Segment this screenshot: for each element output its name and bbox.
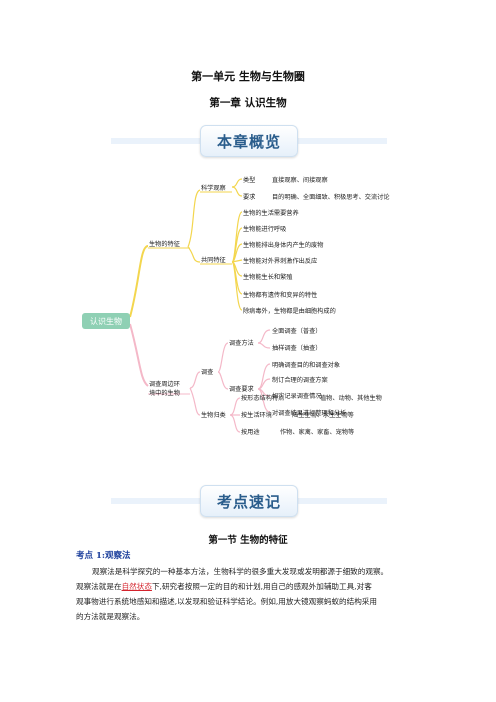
paragraph-1: 观察法是科学探究的一种基本方法，生物科学的很多重大发现或发明都源于细致的观察。	[92, 567, 389, 576]
feature-item: 生物能进行呼吸	[243, 226, 287, 233]
paragraph-2-after: 下,研究者按照一定的目的和计划,用自己的感观外加辅助工具,对客	[151, 582, 372, 591]
node-scientific-observation: 科学观察	[201, 185, 226, 192]
feature-item: 生物都有遗传和变异的特性	[243, 292, 318, 299]
branch-survey-line2: 境中的生物	[149, 390, 180, 397]
class-key: 按形态结构特点	[241, 395, 285, 402]
paragraph-2: 观察法就是在自然状态下,研究者按照一定的目的和计划,用自己的感观外加辅助工具,对…	[76, 579, 416, 594]
branch-biology-features: 生物的特征	[149, 241, 180, 248]
node-classification: 生物归类	[201, 412, 226, 419]
class-key: 按生活环境	[241, 412, 272, 419]
survey-method-item: 全面调查（普查）	[272, 328, 322, 335]
obs-requirement-value: 目的明确、全面细致、积极思考、交流讨论	[272, 194, 390, 201]
node-survey: 调查	[201, 369, 214, 376]
class-value: 植物、动物、其他生物	[320, 395, 382, 402]
paragraph-3: 观事物进行系统地感知和描述,以发现和验证科学结论。例如,用放大镜观察蚂蚁的结构采…	[76, 597, 377, 606]
survey-requirement-item: 明确调查目的和调查对象	[272, 362, 341, 369]
survey-requirement-item: 如实记录调查情况	[272, 393, 322, 400]
survey-requirement-item: 制订合理的调查方案	[272, 377, 328, 384]
obs-requirement-key: 要求	[243, 194, 256, 201]
point-title: 考点 1:观察法	[76, 551, 131, 561]
survey-requirement-item: 对调查结果进行整理和分析	[272, 410, 347, 417]
class-value: 陆生生物、水生生物等	[292, 412, 354, 419]
unit-title: 第一单元 生物与生物圈	[191, 70, 305, 83]
feature-item: 生物能生长和繁殖	[243, 274, 293, 281]
mindmap-root: 认识生物	[82, 313, 130, 329]
section-title: 第一节 生物的特征	[208, 535, 288, 546]
branch-survey-line1: 调查周边环	[149, 381, 180, 388]
review-banner: 考点速记	[111, 485, 387, 517]
feature-item: 生物能排出身体内产生的废物	[243, 242, 324, 249]
obs-type-key: 类型	[243, 177, 256, 184]
node-survey-requirement: 调查要求	[229, 386, 254, 393]
obs-type-value: 直接观察、间接观察	[272, 177, 328, 184]
paragraph-2-before: 观察法就是在	[76, 582, 122, 591]
class-value: 作物、家禽、家畜、宠物等	[280, 429, 355, 436]
feature-item: 生物能对外界刺激作出反应	[243, 258, 318, 265]
class-key: 按用途	[241, 429, 260, 436]
feature-item: 生物的生活需要营养	[243, 210, 299, 217]
node-common-features: 共同特征	[201, 257, 226, 264]
chapter-title: 第一章 认识生物	[209, 97, 287, 109]
survey-method-item: 抽样调查（抽查）	[272, 345, 322, 352]
node-survey-method: 调查方法	[229, 340, 254, 347]
highlight-natural-state: 自然状态	[121, 582, 152, 591]
paragraph-4: 的方法就是观察法。	[76, 612, 145, 621]
feature-item: 除病毒外，生物都是由细胞构成的	[243, 308, 336, 315]
